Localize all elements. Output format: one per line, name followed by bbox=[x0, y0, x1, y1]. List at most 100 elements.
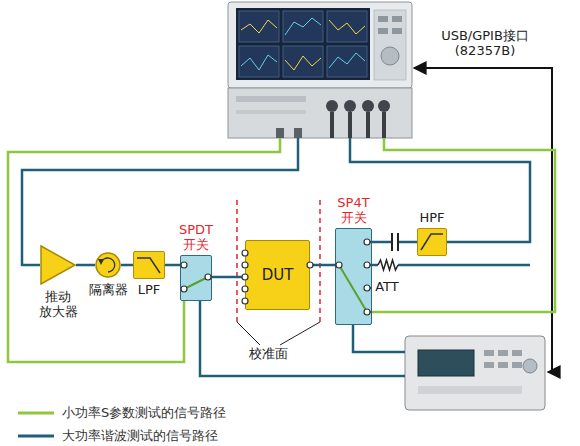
signal-generator bbox=[405, 336, 545, 410]
switch-port bbox=[181, 286, 187, 292]
dut-port bbox=[242, 286, 248, 292]
analyzer-key bbox=[378, 16, 388, 22]
leader-line bbox=[280, 322, 320, 345]
legend-sample bbox=[18, 405, 56, 421]
switch-port bbox=[336, 262, 342, 268]
isolator-symbol-outline bbox=[95, 252, 121, 278]
switch-box: SP4T 开关 bbox=[335, 228, 372, 325]
generator-key bbox=[512, 350, 522, 356]
signal-line bbox=[165, 264, 180, 267]
legend-line-sample bbox=[18, 435, 54, 438]
switch-port bbox=[364, 262, 370, 268]
switch-port bbox=[364, 239, 370, 245]
signal-line bbox=[372, 241, 417, 244]
generator-screen bbox=[418, 350, 474, 376]
analyzer-key bbox=[378, 28, 388, 34]
generator-knob bbox=[523, 359, 537, 373]
calibration-plane-line bbox=[319, 200, 321, 322]
small-signal-wire bbox=[368, 138, 555, 312]
attenuator-symbol bbox=[378, 260, 398, 270]
legend-line-sample bbox=[18, 412, 54, 415]
test-set-port bbox=[294, 128, 302, 138]
calibration-plane-label: 校准面 bbox=[239, 346, 297, 361]
high-power-wire bbox=[200, 300, 405, 376]
port-stub bbox=[180, 242, 372, 312]
legend-entry: 小功率S参数测试的信号路径 bbox=[18, 404, 418, 422]
legend-entry: 大功率谐波测试的信号路径 bbox=[18, 427, 418, 445]
switch-port bbox=[181, 262, 187, 268]
legend-sample bbox=[18, 428, 56, 444]
analyzer-key bbox=[392, 28, 402, 34]
switch-box: SPDT 开关 bbox=[180, 255, 212, 301]
analyzer-cable bbox=[348, 112, 352, 138]
test-set-strip bbox=[236, 96, 306, 102]
screen-panel bbox=[239, 11, 279, 42]
dut-box: DUT bbox=[245, 240, 310, 310]
analyzer-body bbox=[228, 2, 412, 88]
amplifier-symbol-outline bbox=[40, 245, 76, 285]
attenuator-label: ATT bbox=[370, 279, 404, 294]
node-label: DUT bbox=[246, 241, 309, 309]
switch-port bbox=[364, 309, 370, 315]
network-analyzer bbox=[228, 2, 412, 138]
analyzer-screen bbox=[236, 8, 370, 80]
switch-port bbox=[364, 285, 370, 291]
dc-block-plate bbox=[391, 233, 393, 251]
interface-label: USB/GPIB接口 (82357B) bbox=[420, 28, 550, 58]
node-label: HPF bbox=[412, 210, 452, 225]
signal-line bbox=[121, 264, 133, 267]
dut-port bbox=[242, 274, 248, 280]
small-signal-wire bbox=[8, 138, 280, 362]
screen-trace bbox=[285, 18, 321, 35]
analyzer-test-set bbox=[228, 88, 412, 138]
generator-key bbox=[498, 362, 508, 368]
isolator-symbol: 隔离器 bbox=[95, 252, 121, 278]
high-power-wire bbox=[350, 138, 530, 242]
generator-key bbox=[512, 362, 522, 368]
test-set-strip bbox=[236, 110, 306, 114]
amplifier-symbol: 推动 放大器 bbox=[40, 245, 76, 285]
signal-line bbox=[76, 264, 95, 267]
analyzer-port bbox=[362, 100, 374, 112]
filter-box: HPF bbox=[417, 228, 447, 256]
screen-panel bbox=[283, 46, 323, 77]
node-label: LPF bbox=[129, 282, 169, 297]
screen-trace bbox=[329, 20, 365, 34]
screen-trace bbox=[241, 55, 277, 70]
high-power-wire bbox=[353, 325, 405, 352]
analyzer-cable bbox=[330, 112, 334, 138]
screen-trace bbox=[241, 20, 277, 33]
switch-arm bbox=[339, 265, 367, 312]
analyzer-cable bbox=[366, 112, 370, 138]
lowpass-symbol bbox=[137, 258, 160, 273]
dc-block-gap bbox=[392, 234, 398, 250]
switch-arm bbox=[184, 277, 208, 289]
generator-key bbox=[498, 350, 508, 356]
isolator-arrowhead bbox=[98, 259, 104, 265]
node-label: SPDT 开关 bbox=[176, 222, 216, 252]
signal-line bbox=[212, 276, 245, 279]
node-label: 推动 放大器 bbox=[38, 289, 79, 319]
screen-trace bbox=[285, 56, 321, 70]
dc-block-plate bbox=[397, 233, 399, 251]
node-label: 隔离器 bbox=[83, 282, 133, 297]
high-power-wire bbox=[368, 264, 530, 267]
analyzer-port bbox=[378, 100, 390, 112]
analyzer-cable bbox=[382, 112, 386, 138]
switch-port bbox=[205, 274, 211, 280]
isolator-arrow bbox=[101, 258, 115, 272]
screen-panel bbox=[327, 11, 367, 42]
screen-panel bbox=[327, 46, 367, 77]
filter-box: LPF bbox=[133, 251, 165, 279]
dut-port bbox=[242, 250, 248, 256]
generator-body bbox=[405, 336, 545, 410]
dut-port bbox=[307, 262, 313, 268]
dut-port bbox=[242, 298, 248, 304]
dut-port bbox=[242, 262, 248, 268]
signal-line bbox=[310, 264, 335, 267]
leader-line bbox=[237, 322, 260, 345]
screen-trace bbox=[329, 53, 365, 68]
analyzer-port bbox=[344, 100, 356, 112]
